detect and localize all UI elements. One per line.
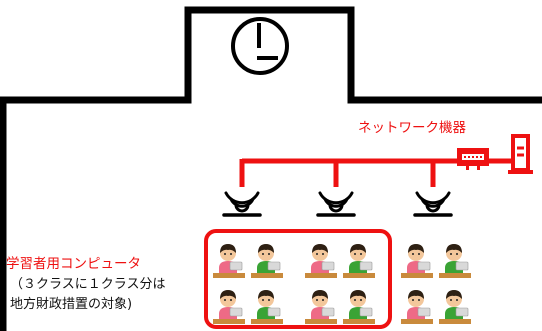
clock-icon [231, 17, 289, 75]
student-icon [305, 244, 337, 278]
network-equipment-label: ネットワーク機器 [358, 120, 466, 136]
student-icon [439, 244, 471, 278]
wifi-signal-icon [413, 191, 453, 217]
student-icon [305, 290, 337, 324]
learner-computers-label: 学習者用コンピュータ [6, 256, 141, 272]
learner-computers-highlight [204, 229, 392, 329]
learner-computers-note: 地方財政措置の対象) [10, 297, 133, 312]
learner-computers-note: （３クラスに１クラス分は [10, 277, 166, 292]
network-lines [239, 158, 512, 187]
student-icon [343, 290, 375, 324]
student-icon [343, 244, 375, 278]
student-icon [213, 290, 245, 324]
student-icon [401, 290, 433, 324]
router-icon [457, 148, 489, 170]
student-icon [401, 244, 433, 278]
wifi-signal-icon [222, 191, 262, 217]
wifi-signal-icon [316, 191, 356, 217]
classroom-wall [0, 6, 542, 331]
server-icon [508, 134, 533, 174]
student-icon [213, 244, 245, 278]
student-icon [251, 290, 283, 324]
students-layer [213, 244, 471, 324]
student-icon [439, 290, 471, 324]
student-icon [251, 244, 283, 278]
